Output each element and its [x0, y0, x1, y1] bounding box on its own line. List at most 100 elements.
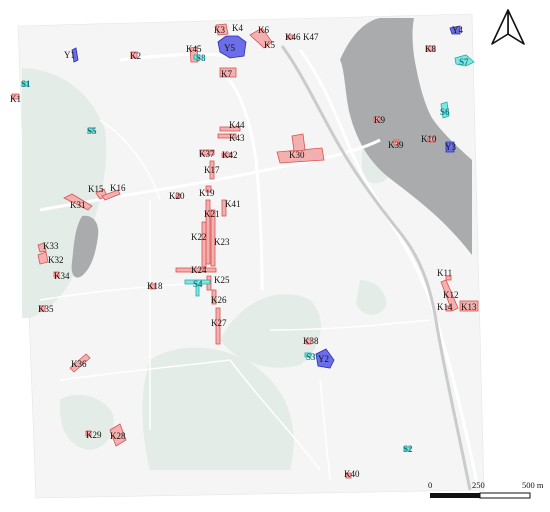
label-k25: K25: [214, 275, 230, 285]
k6-shape: [249, 27, 273, 49]
label-y3: Y3: [445, 142, 456, 152]
label-s8: S8: [196, 53, 206, 63]
k34-shape: [53, 271, 60, 278]
k39-shape: [393, 139, 400, 146]
scale-label-0: 0: [428, 480, 432, 490]
k35-shape: [39, 305, 46, 312]
k46-shape: [286, 34, 294, 40]
s5-shape: [87, 127, 95, 133]
label-k17: K17: [204, 165, 220, 175]
label-k33: K33: [43, 241, 59, 251]
k32-shape: [37, 251, 49, 265]
k16-shape: [101, 189, 121, 201]
k18-shape: [149, 283, 156, 290]
label-k37: K37: [199, 149, 215, 159]
k8-shape: [425, 45, 436, 52]
label-k2: K2: [130, 51, 141, 61]
label-k22: K22: [191, 232, 207, 242]
label-k1: K1: [10, 94, 21, 104]
scale-bar-segment-1: [430, 493, 480, 498]
label-k34: K34: [54, 271, 70, 281]
k41-shape: [221, 199, 227, 217]
label-s6: S6: [440, 107, 450, 117]
lake: [71, 215, 99, 278]
scale-label-250: 250: [472, 480, 485, 490]
k11-shape: [445, 275, 452, 281]
label-k13: K13: [461, 302, 477, 312]
label-k24: K24: [191, 265, 207, 275]
s7-shape: [454, 54, 475, 67]
label-k47: K47: [303, 32, 319, 42]
highway: [280, 45, 472, 491]
k2-shape: [130, 51, 138, 59]
y4-shape: [449, 25, 461, 35]
label-k20: K20: [169, 191, 185, 201]
label-k23: K23: [214, 237, 230, 247]
label-k3: K3: [214, 25, 225, 35]
k30-shape: [276, 147, 325, 164]
k23-shape: [201, 221, 207, 268]
label-y2: Y2: [318, 354, 329, 364]
label-k11: K11: [437, 268, 452, 278]
label-k35: K35: [38, 304, 54, 314]
label-s2: S2: [403, 444, 413, 454]
label-k40: K40: [344, 469, 360, 479]
label-s5: S5: [87, 126, 97, 136]
label-k27: K27: [211, 318, 227, 328]
k7-shape: [219, 67, 237, 78]
s1-shape: [21, 81, 29, 87]
k22-shape: [210, 209, 216, 267]
label-k39: K39: [388, 140, 404, 150]
north-arrow-icon: [491, 9, 525, 45]
label-s7: S7: [459, 57, 469, 67]
river: [340, 18, 472, 255]
label-k16: K16: [110, 183, 126, 193]
label-k21: K21: [204, 209, 220, 219]
label-k15: K15: [88, 184, 104, 194]
k29-shape: [85, 430, 92, 437]
label-s1: S1: [21, 79, 31, 89]
label-k43: K43: [229, 133, 245, 143]
k42-shape: [221, 152, 233, 158]
k37-shape: [199, 149, 215, 156]
label-k14: K14: [437, 302, 453, 312]
label-k9: K9: [374, 115, 385, 125]
k3-shape: [215, 23, 229, 36]
k12-shape: [440, 279, 459, 312]
label-k29: K29: [86, 430, 102, 440]
k13-shape: [459, 300, 479, 312]
k17-shape: [209, 160, 215, 180]
y3-shape: [445, 141, 455, 153]
k-sites: [11, 23, 479, 479]
label-k26: K26: [211, 295, 227, 305]
label-y5: Y5: [224, 43, 235, 53]
scale-label-500: 500 m: [522, 480, 544, 490]
s4-shape: [184, 279, 211, 297]
k40-shape: [345, 472, 352, 479]
label-k41: K41: [225, 199, 241, 209]
k-labels: K1 K2 K3 K4 K5 K6 K7 K8 K9 K10 K11 K12 K…: [10, 23, 477, 479]
k20-shape: [175, 193, 181, 199]
label-k30: K30: [289, 150, 305, 160]
s2-shape: [403, 446, 411, 452]
y-labels: Y1 Y2 Y3 Y4 Y5: [64, 25, 463, 364]
scale-bar: 0 250 500 m: [428, 480, 544, 499]
k27-shape: [215, 307, 221, 345]
label-k44: K44: [229, 120, 245, 130]
label-y1: Y1: [64, 50, 75, 60]
label-k5: K5: [264, 40, 275, 50]
k43-shape: [217, 133, 237, 139]
k14-shape: [445, 305, 452, 312]
label-k7: K7: [221, 69, 232, 79]
k36-shape: [69, 353, 91, 373]
label-k32: K32: [48, 255, 64, 265]
road-network-minor: [39, 119, 431, 481]
y-sites: [71, 25, 461, 369]
k26-shape: [211, 289, 217, 305]
y1-shape: [71, 47, 79, 63]
k31-shape: [63, 193, 93, 211]
label-k8: K8: [425, 44, 436, 54]
k19-shape: [205, 185, 212, 193]
k10-shape: [427, 136, 436, 143]
k44-shape: [219, 126, 241, 132]
